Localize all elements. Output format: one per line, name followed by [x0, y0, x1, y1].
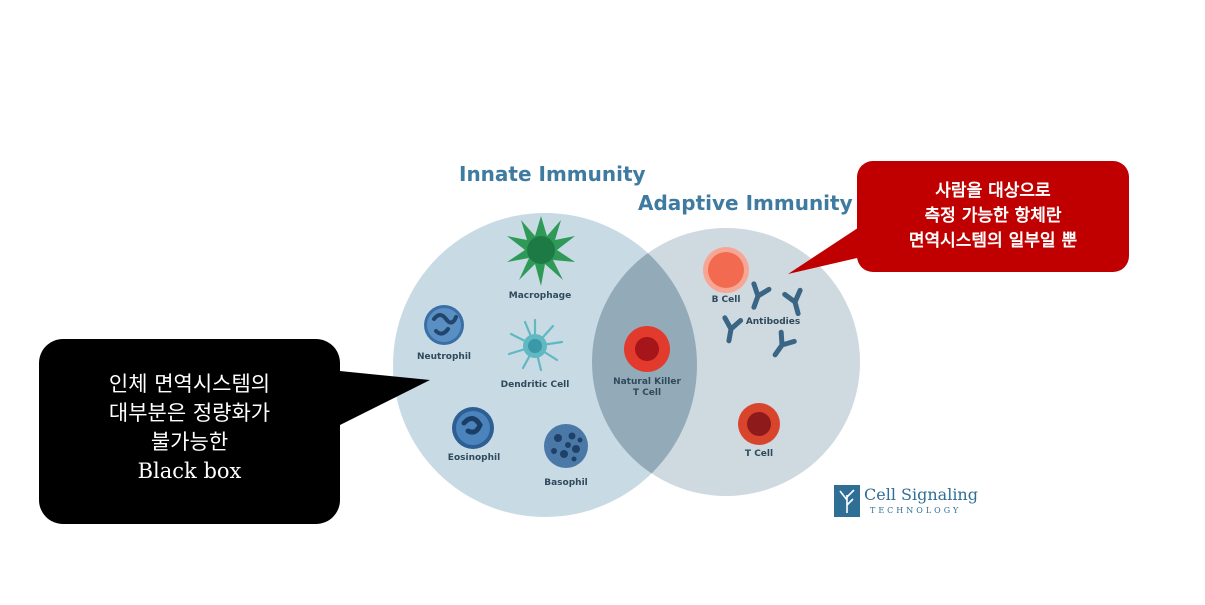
macrophage-label: Macrophage [508, 291, 572, 301]
red-callout-line1: 사람을 대상으로 [935, 181, 1051, 201]
basophil-icon [544, 424, 588, 468]
nk-cell-label: Natural Killer T Cell [613, 377, 681, 398]
eosinophil-label: Eosinophil [447, 453, 501, 463]
cst-logo-mark [834, 485, 860, 517]
black-callout-line1: 인체 면역시스템의 [108, 372, 271, 396]
red-callout-text: 사람을 대상으로 측정 가능한 항체란 면역시스템의 일부일 뿐 [857, 179, 1129, 254]
eosinophil-icon [452, 407, 494, 449]
basophil-label: Basophil [544, 478, 588, 488]
black-callout-line4: Black box [137, 459, 242, 483]
black-callout-line2: 대부분은 정량화가 [108, 401, 271, 425]
black-callout-line3: 불가능한 [150, 430, 229, 454]
dendritic-label: Dendritic Cell [500, 380, 570, 390]
t-cell-label: T Cell [744, 449, 774, 459]
antibody-icons [722, 281, 803, 358]
red-callout-line3: 면역시스템의 일부일 뿐 [908, 231, 1078, 251]
overlap-region [592, 228, 697, 496]
b-cell-icon [703, 247, 749, 293]
red-callout [788, 161, 1129, 274]
logo-subtitle: TECHNOLOGY [870, 506, 962, 515]
antibodies-label: Antibodies [745, 317, 801, 327]
macrophage-icon [507, 216, 575, 286]
black-callout-text: 인체 면역시스템의 대부분은 정량화가 불가능한 Black box [39, 370, 340, 486]
innate-title: Innate Immunity [459, 162, 646, 186]
t-cell-icon [738, 403, 780, 445]
neutrophil-icon [424, 305, 464, 345]
black-callout [39, 339, 430, 524]
logo-name: Cell Signaling [864, 485, 978, 504]
nk-cell-icon [624, 326, 670, 372]
red-callout-line2: 측정 가능한 항체란 [924, 206, 1062, 226]
dendritic-icon [507, 318, 564, 372]
neutrophil-label: Neutrophil [417, 352, 471, 362]
adaptive-title: Adaptive Immunity [638, 191, 853, 215]
b-cell-label: B Cell [711, 295, 741, 305]
